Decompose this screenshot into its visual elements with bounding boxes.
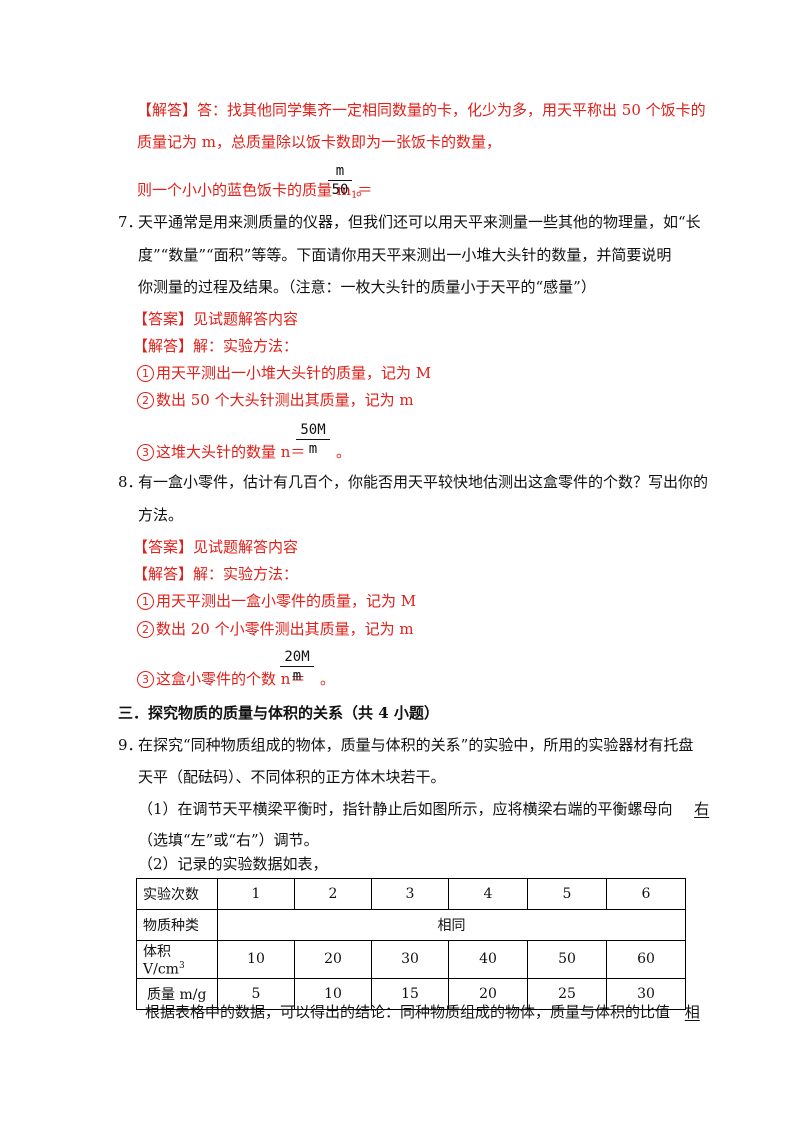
table-row: 实验次数 1 2 3 4 5 6	[136, 878, 686, 910]
solution-tag: 【解答】	[137, 101, 198, 119]
fill-blank-answer: 右	[694, 800, 710, 818]
table-row: 体积 V/cm3 10 20 30 40 50 60	[136, 940, 686, 979]
q8-fraction: 20M m	[280, 649, 314, 684]
circled-number-2: 2	[137, 392, 154, 409]
circled-number-3: 3	[137, 671, 154, 688]
q6-fraction: m 50	[328, 163, 352, 198]
q6-answer-line3: 则一个小小的蓝色饭卡的质量 m1＝	[137, 181, 373, 201]
table-row: 质量 m/g 5 10 15 20 25 30	[136, 977, 686, 1010]
q7-answer: 【答案】见试题解答内容	[133, 310, 299, 328]
circled-number-2: 2	[137, 621, 154, 638]
q7-fraction: 50M m	[296, 422, 330, 457]
data-table: 实验次数 1 2 3 4 5 6 物质种类 相同 体积 V/cm3 10 20 …	[136, 878, 686, 1010]
q9-line1: 在探究“同种物质组成的物体，质量与体积的关系”的实验中，所用的实验器材有托盘	[138, 736, 694, 754]
circled-number-3: 3	[137, 444, 154, 461]
circled-number-1: 1	[137, 593, 154, 610]
q7-line2: 度”“数量”“面积”等等。下面请你用天平来测出一小堆大头针的数量，并简要说明	[138, 246, 672, 264]
circled-number-1: 1	[137, 365, 154, 382]
q9-number: 9．	[118, 736, 143, 754]
q8-number: 8．	[118, 473, 143, 491]
q8-solution: 【解答】解：实验方法：	[133, 565, 299, 583]
q7-number: 7．	[118, 213, 143, 231]
q7-solution: 【解答】解：实验方法：	[133, 337, 299, 355]
q8-line1: 有一盒小零件，估计有几百个，你能否用天平较快地估测出这盒零件的个数？写出你的	[138, 473, 709, 491]
q9-part1: （1）在调节天平横梁平衡时，指针静止后如图所示，应将横梁右端的平衡螺母向 右	[138, 800, 710, 818]
fill-blank-answer: 相	[684, 1003, 700, 1021]
q6-answer-line2: 质量记为 m，总质量除以饭卡数即为一张饭卡的数量，	[137, 133, 501, 151]
q8-answer: 【答案】见试题解答内容	[133, 538, 299, 556]
q9-part1-line2: （选填“左”或“右”）调节。	[138, 831, 319, 849]
q7-line3: 你测量的过程及结果。（注意：一枚大头针的质量小于天平的“感量”）	[138, 278, 596, 296]
section-heading: 三．探究物质的质量与体积的关系（共 4 小题）	[118, 704, 439, 722]
q6-answer-line1: 【解答】答：找其他同学集齐一定相同数量的卡，化少为多，用天平称出 50 个饭卡的	[137, 101, 706, 119]
q8-line2: 方法。	[138, 506, 184, 524]
q9-part2: （2）记录的实验数据如表，	[138, 855, 328, 873]
q9-line2: 天平（配砝码）、不同体积的正方体木块若干。	[138, 768, 446, 786]
q7-line1: 天平通常是用来测质量的仪器，但我们还可以用天平来测量一些其他的物理量，如“长	[138, 213, 701, 231]
q9-conclusion: 根据表格中的数据，可以得出的结论：同种物质组成的物体，质量与体积的比值 相	[145, 1003, 700, 1021]
table-row: 物质种类 相同	[136, 909, 686, 941]
